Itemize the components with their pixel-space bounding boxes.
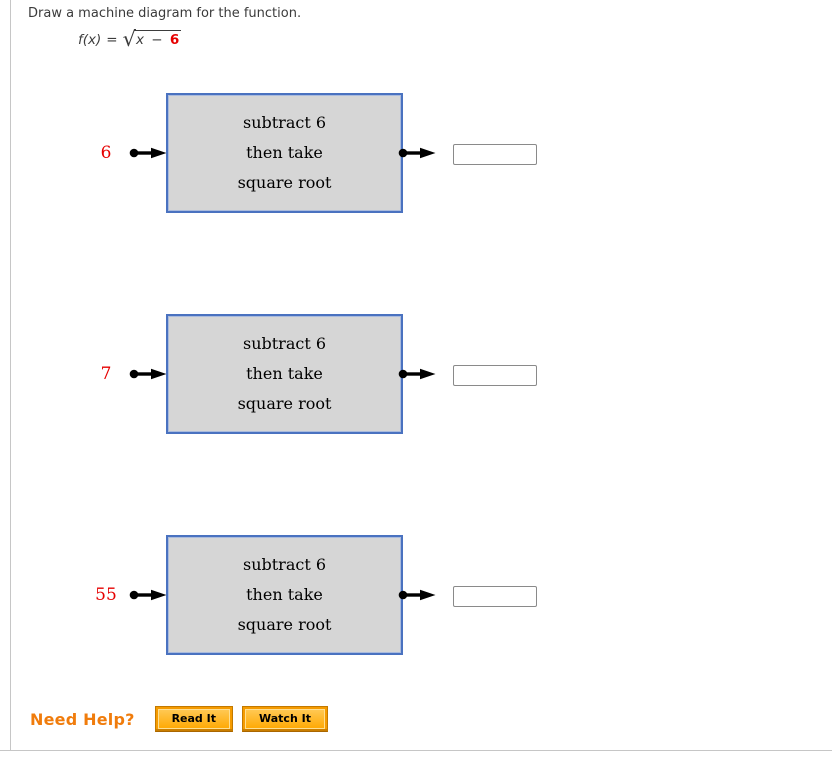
input-arrow-icon <box>129 147 167 159</box>
output-arrow-icon <box>398 368 436 380</box>
machine-line: then take <box>246 364 323 383</box>
read-it-button[interactable]: Read It <box>154 706 233 732</box>
machine-line: square root <box>237 394 332 413</box>
machine-box: subtract 6 then take square root <box>166 535 403 655</box>
machine-row-1: 6 subtract 6 then take square root <box>0 93 832 213</box>
machine-input-value: 55 <box>95 585 117 605</box>
machine-line: square root <box>237 615 332 634</box>
machine-input-value: 6 <box>100 143 112 163</box>
panel-bottom-border <box>0 750 832 751</box>
radicand: x − 6 <box>133 30 182 48</box>
machine-line: square root <box>237 173 332 192</box>
prompt-text: Draw a machine diagram for the function. <box>28 6 302 21</box>
read-it-button-label: Read It <box>157 709 230 729</box>
machine-row-3: 55 subtract 6 then take square root <box>0 535 832 655</box>
watch-it-button[interactable]: Watch It <box>242 706 328 732</box>
machine-line: subtract 6 <box>242 555 327 574</box>
formula-lhs: f(x) <box>78 32 102 48</box>
sqrt-expression: √ x − 6 <box>122 27 182 51</box>
answer-input[interactable] <box>453 144 537 165</box>
output-arrow-icon <box>398 589 436 601</box>
function-formula: f(x) = √ x − 6 <box>78 27 182 51</box>
input-arrow-icon <box>129 368 167 380</box>
formula-constant: 6 <box>169 32 180 48</box>
machine-box: subtract 6 then take square root <box>166 314 403 434</box>
need-help-section: Need Help? Read It Watch It <box>30 705 337 733</box>
machine-line: then take <box>246 585 323 604</box>
machine-input-value: 7 <box>100 364 112 384</box>
radical-sign-icon: √ <box>122 27 136 51</box>
panel-left-border <box>10 0 11 750</box>
formula-equals: = <box>106 32 118 48</box>
machine-line: subtract 6 <box>242 334 327 353</box>
watch-it-button-label: Watch It <box>245 709 325 729</box>
answer-input[interactable] <box>453 586 537 607</box>
machine-row-2: 7 subtract 6 then take square root <box>0 314 832 434</box>
output-arrow-icon <box>398 147 436 159</box>
machine-box: subtract 6 then take square root <box>166 93 403 213</box>
formula-minus: − <box>151 32 163 48</box>
answer-input[interactable] <box>453 365 537 386</box>
need-help-label: Need Help? <box>30 709 135 729</box>
machine-line: subtract 6 <box>242 113 327 132</box>
machine-line: then take <box>246 143 323 162</box>
formula-variable: x <box>135 32 144 48</box>
input-arrow-icon <box>129 589 167 601</box>
